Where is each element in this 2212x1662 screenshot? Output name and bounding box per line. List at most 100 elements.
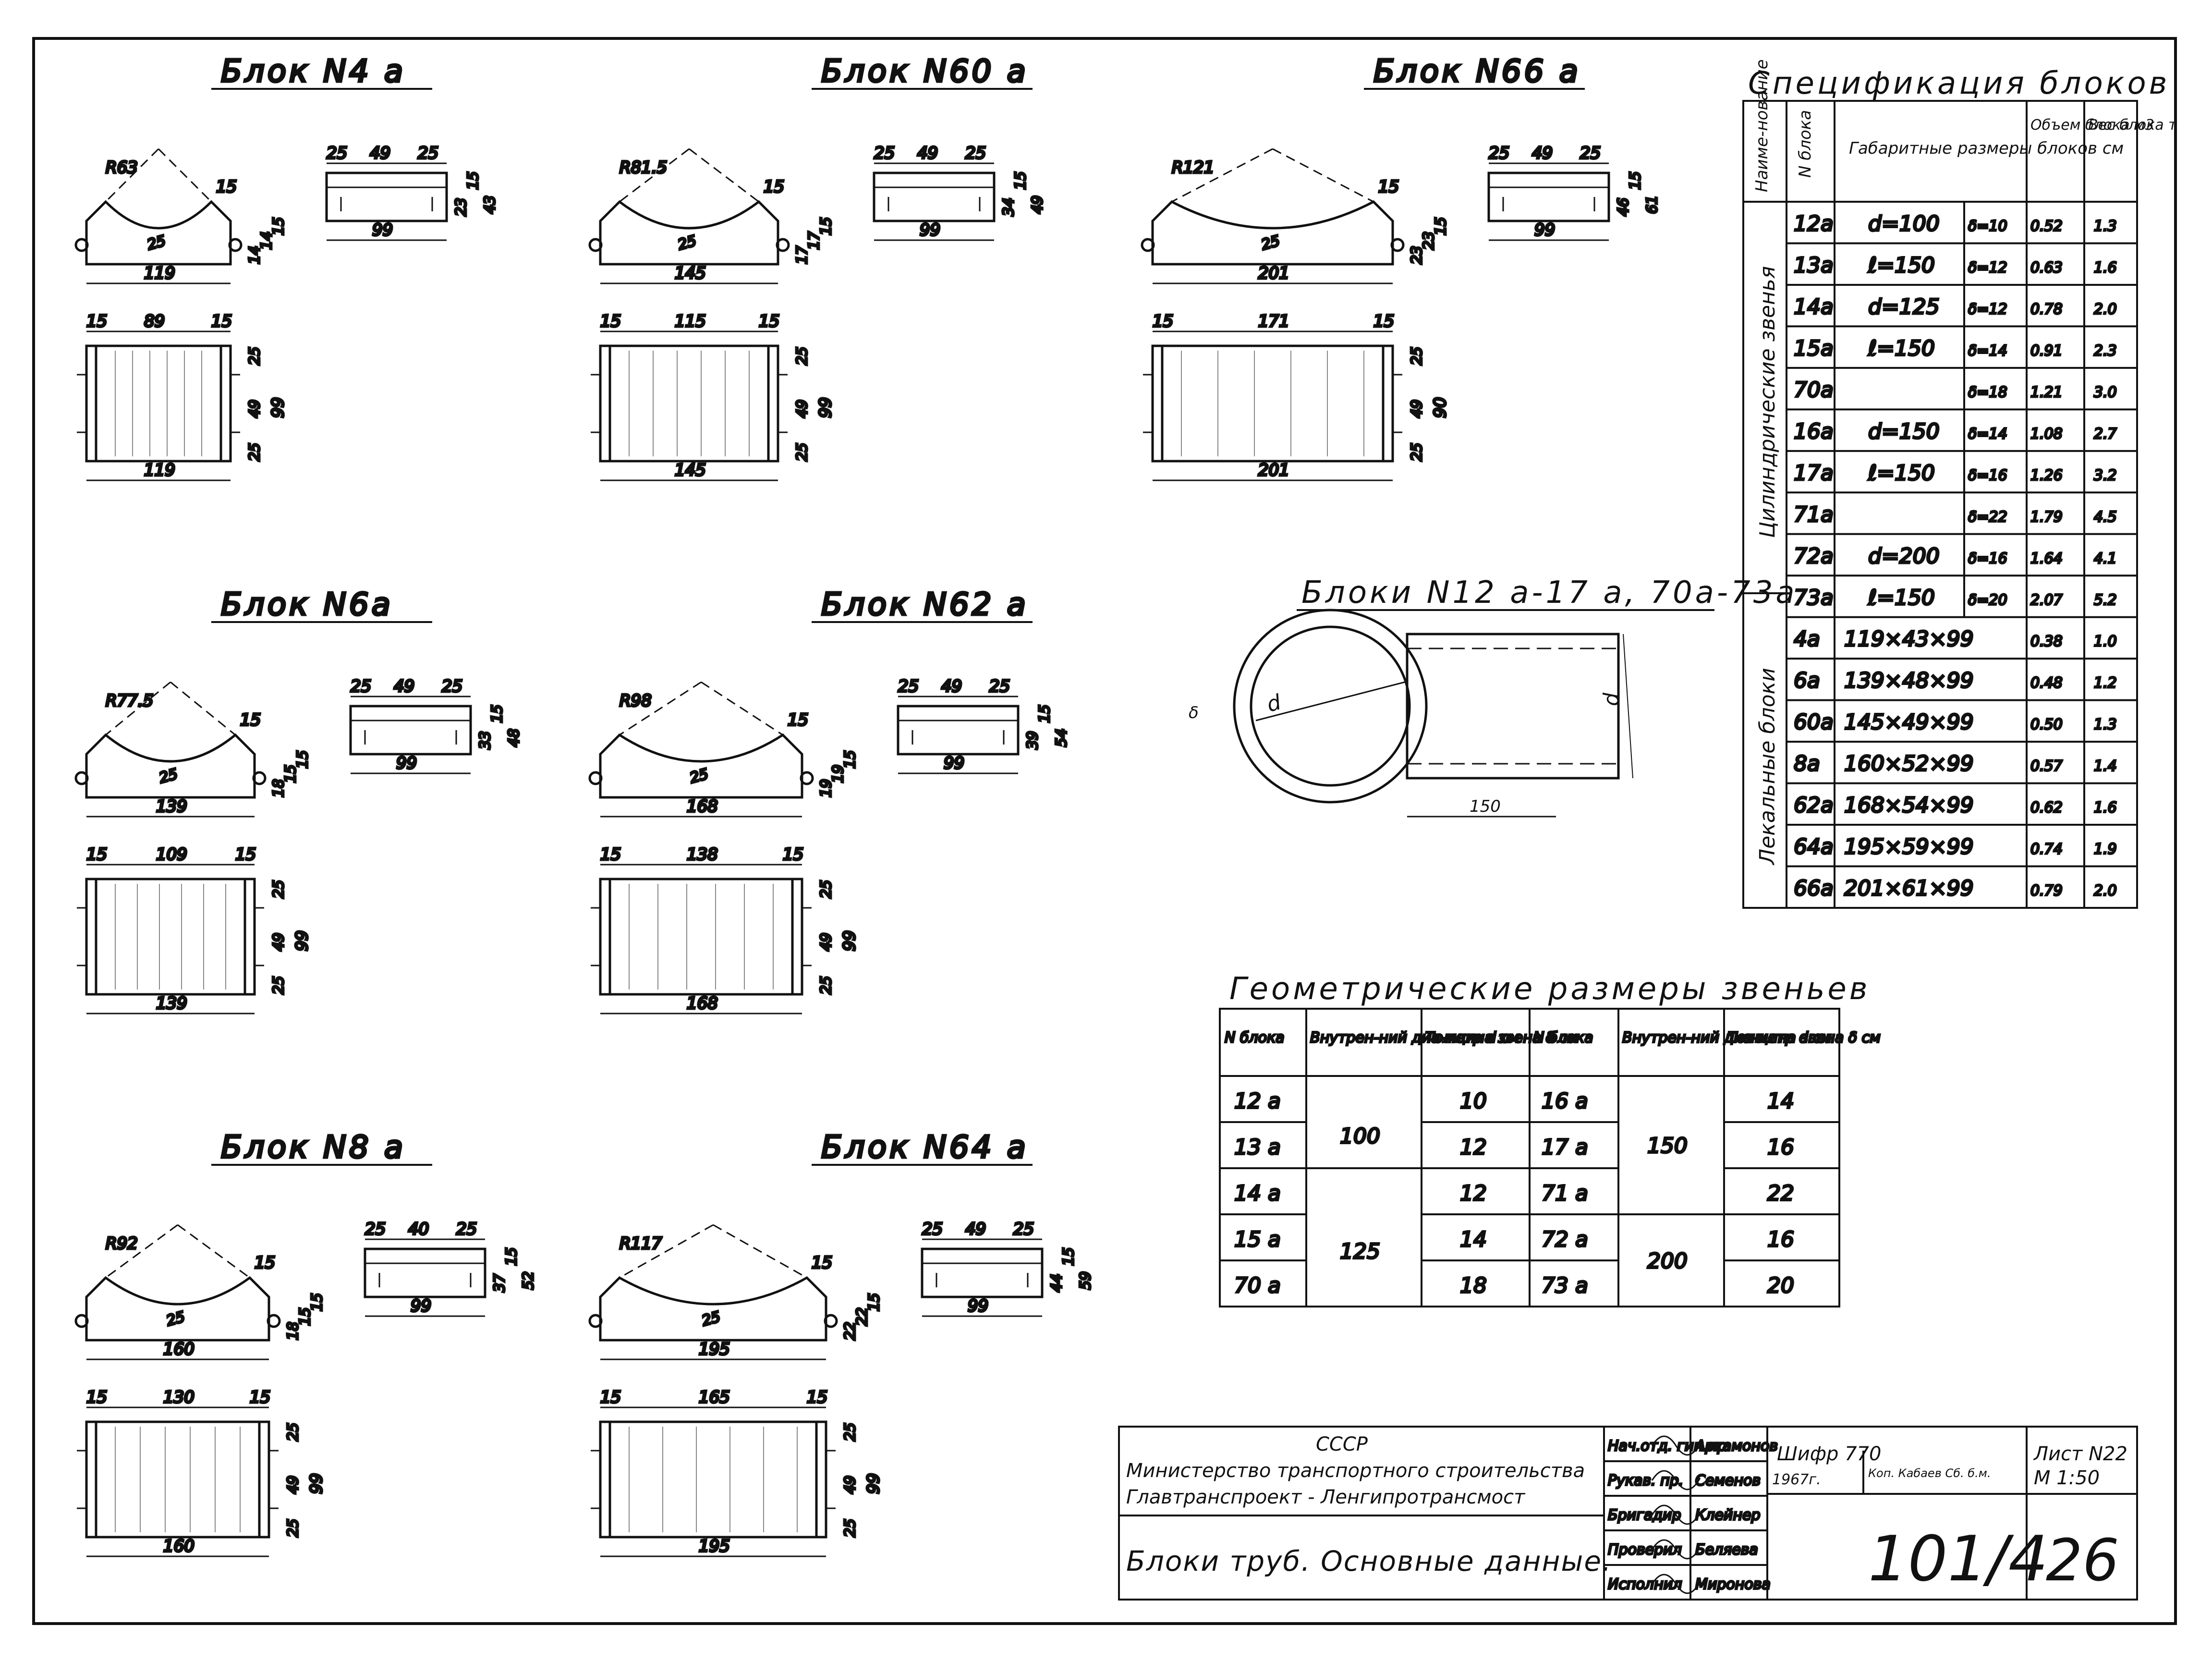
plan-dim: 15 [600,1388,621,1407]
spec-cell-weight: 4.5 [2094,509,2117,525]
elevation-view [1487,171,1610,222]
plan-width: 195 [699,1537,730,1556]
radius-line [689,148,759,203]
elev-dim: 49 [394,677,414,696]
elev-dim: 25 [1580,144,1601,163]
spec-cell-volume: 0.63 [2030,259,2063,276]
lifting-loop [588,771,603,785]
signature [1651,1435,1701,1456]
elevation-view [921,1247,1044,1298]
spec-cell-weight: 2.0 [2094,301,2117,318]
plan-height: 99 [268,397,288,418]
spec-cell-size: 139×48×99 [1844,669,1974,693]
height-dim: 15 [294,750,311,769]
elev-h2: 15 [503,1247,520,1266]
plan-h: 49 [818,933,835,951]
geom-right-thick: 22 [1767,1181,1794,1206]
radius-label: R63 [106,158,138,177]
spec-cell-volume: 0.78 [2030,301,2063,318]
geom-header: Внутрен-ний диа-метр d см [1310,1029,1519,1046]
plan-h: 49 [270,933,287,951]
thickness-label: 25 [165,1308,187,1330]
spec-cell-delta: δ=10 [1968,218,2007,235]
spec-cell-volume: 1.64 [2030,550,2063,567]
elev-dim: 49 [917,144,938,163]
spec-header-weight: Вес блока т [2088,117,2177,134]
plan-h: 25 [818,880,835,898]
stamp-role: Нач.отд. гип.пр. [1608,1438,1731,1454]
elev-dim: 25 [965,144,986,163]
plan-dim: 89 [144,312,165,331]
side-label: 15 [240,710,261,730]
plan-h: 25 [270,976,287,994]
plan-view [599,1420,827,1539]
geom-left-thick: 10 [1460,1089,1487,1113]
spec-cell-delta: δ=20 [1968,592,2007,609]
geom-left-thick: 14 [1460,1227,1487,1252]
plan-dim: 15 [600,312,621,331]
geom-right-block: 16 а [1542,1089,1588,1113]
geom-left-block: 12 а [1234,1089,1281,1113]
radius-line [701,681,783,736]
spec-cell-block: 16а [1794,419,1834,444]
spec-cell-volume: 0.48 [2030,675,2063,692]
plan-view [85,344,232,463]
plan-h: 25 [1409,347,1425,365]
geom-left-block: 15 а [1234,1227,1281,1252]
elev-h1: 23 [453,198,470,216]
spec-table: Спецификация блоков Наиме-нование N блок… [1742,60,2177,909]
title-block: СССР Министерство транспортного строител… [1118,1426,2138,1601]
plan-h: 49 [794,400,811,418]
elev-dim: 25 [898,677,919,696]
spec-cell-block: 8а [1794,752,1820,776]
geom-right-thick: 16 [1767,1135,1794,1160]
plan-view [599,878,803,996]
spec-cell-volume: 1.26 [2030,467,2063,484]
width-label: 119 [144,264,175,283]
height-dim: 22 [854,1308,871,1326]
radius-line [170,681,236,736]
height-dim: 15 [270,217,287,235]
elev-width: 99 [1534,220,1555,240]
spec-cell-block: 17а [1794,461,1834,485]
elev-width: 99 [372,220,393,240]
plan-view [85,1420,270,1539]
radius-line [1272,148,1374,203]
height-dim: 18 [285,1322,302,1340]
stamp-year: 1967г. [1772,1471,1821,1488]
plan-h: 25 [270,880,287,898]
title-org-2: Министерство транспортного строительства [1126,1460,1585,1482]
elev-h: 52 [520,1271,537,1290]
plan-h: 25 [794,443,811,461]
stamp-name: Семенов [1695,1472,1761,1489]
spec-cell-size: 160×52×99 [1844,752,1974,776]
plan-h: 49 [1409,400,1425,418]
elev-width: 99 [968,1296,988,1316]
geom-left-block: 70 а [1234,1273,1281,1298]
spec-cell-block: 70а [1794,378,1834,402]
height-dim: 15 [1433,217,1449,235]
stamp-sheet: Лист N22 [2033,1443,2127,1465]
plan-dim: 15 [86,312,107,331]
spec-cell-size: 195×59×99 [1844,835,1974,859]
width-label: 145 [675,264,706,283]
signature [1651,1504,1701,1525]
spec-group-lekal: Лекальные блоки [1755,668,1780,866]
elev-h: 43 [482,196,498,214]
spec-cell-volume: 0.91 [2030,342,2063,359]
spec-cell-delta: δ=16 [1968,550,2007,567]
radius-line [177,1224,250,1279]
plan-h: 25 [1409,443,1425,461]
block-title: Блок N60 а [821,54,1029,89]
radius-line [158,148,212,203]
elevation-view [349,705,472,756]
radius-label: R81.5 [620,158,667,177]
radius-label: R92 [106,1234,138,1253]
spec-cell-delta: δ=22 [1968,509,2007,525]
spec-cell-block: 72а [1794,544,1834,568]
cradle-section [1151,200,1394,266]
spec-cell-block: 66а [1794,876,1834,901]
plan-width: 160 [163,1537,194,1556]
